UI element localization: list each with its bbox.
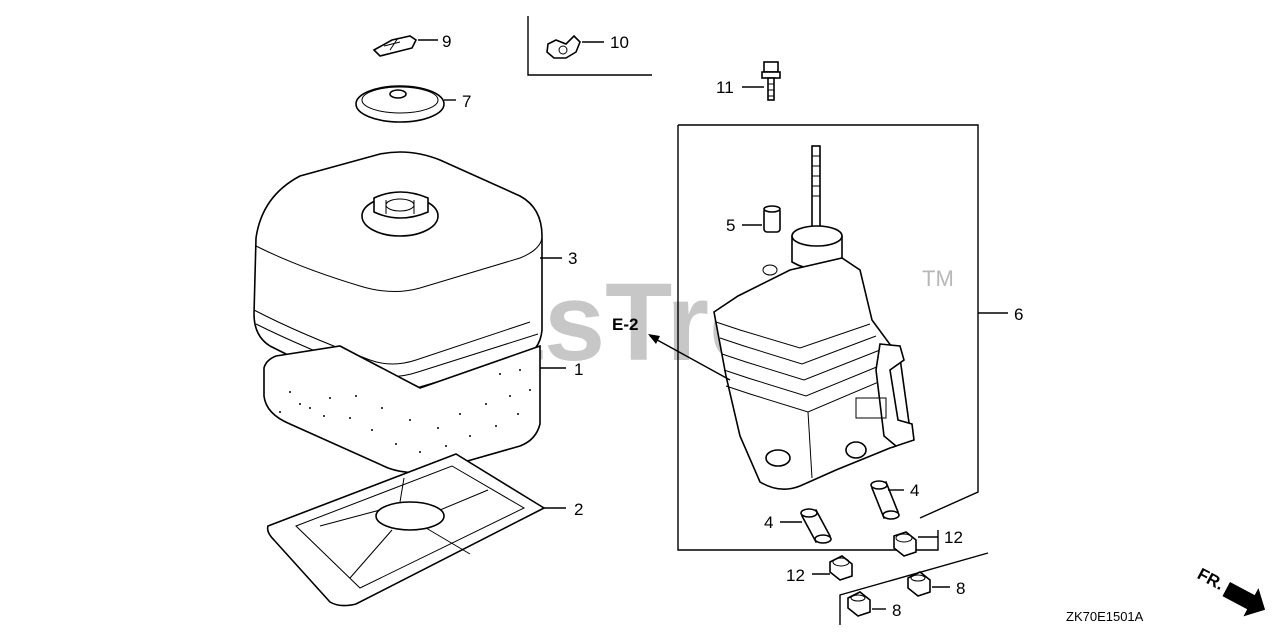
part-8-cap-a[interactable] — [907, 571, 931, 597]
front-direction-indicator: FR. — [1194, 564, 1266, 617]
callout-6[interactable]: 6 — [1014, 305, 1023, 324]
reference-e2[interactable]: E-2 — [612, 315, 638, 334]
callout-8b[interactable]: 8 — [892, 601, 901, 620]
diagram-code: ZK70E1501A — [1066, 609, 1144, 624]
reference-arrowhead — [648, 334, 660, 344]
part-9-clip[interactable] — [372, 35, 418, 57]
assembly-frame-bottom — [677, 125, 939, 551]
callout-3[interactable]: 3 — [568, 249, 577, 268]
callout-8a[interactable]: 8 — [956, 579, 965, 598]
callout-11[interactable]: 11 — [716, 78, 734, 97]
part-3-air-cleaner-cover[interactable] — [253, 151, 543, 394]
part-12-flange-nut-b[interactable] — [829, 555, 853, 581]
callout-4b[interactable]: 4 — [764, 513, 773, 532]
callout-2[interactable]: 2 — [574, 500, 583, 519]
part-4-grommet-b[interactable] — [800, 508, 832, 544]
direction-label: FR. — [1194, 564, 1227, 594]
watermark-tm: TM — [922, 266, 954, 291]
part-4-grommet-a[interactable] — [870, 480, 900, 520]
callout-7[interactable]: 7 — [462, 92, 471, 111]
part-12-flange-nut-a[interactable] — [893, 531, 917, 557]
inset-frame-8 — [839, 552, 989, 625]
part-10-wing-nut[interactable] — [546, 34, 581, 59]
part-7-seal-disc[interactable] — [355, 85, 445, 123]
front-arrow-icon — [1222, 581, 1266, 617]
part-5-collar[interactable] — [763, 205, 781, 233]
assembly-frame-top — [678, 124, 979, 519]
part-2-grid-frame[interactable] — [266, 453, 546, 607]
callout-4a[interactable]: 4 — [910, 481, 919, 500]
part-8-cap-b[interactable] — [847, 591, 871, 617]
callout-1[interactable]: 1 — [574, 360, 583, 379]
part-11-bolt[interactable] — [761, 61, 781, 101]
callout-12b[interactable]: 12 — [786, 566, 805, 585]
inset-frame-10 — [527, 16, 652, 76]
callout-12a[interactable]: 12 — [944, 528, 963, 547]
part-6-air-cleaner-case[interactable] — [713, 145, 915, 490]
callout-10[interactable]: 10 — [610, 33, 629, 52]
callout-5[interactable]: 5 — [726, 216, 735, 235]
callout-9[interactable]: 9 — [442, 32, 451, 51]
reference-arrow-line — [649, 335, 731, 381]
part-1-foam-element[interactable] — [263, 344, 541, 474]
